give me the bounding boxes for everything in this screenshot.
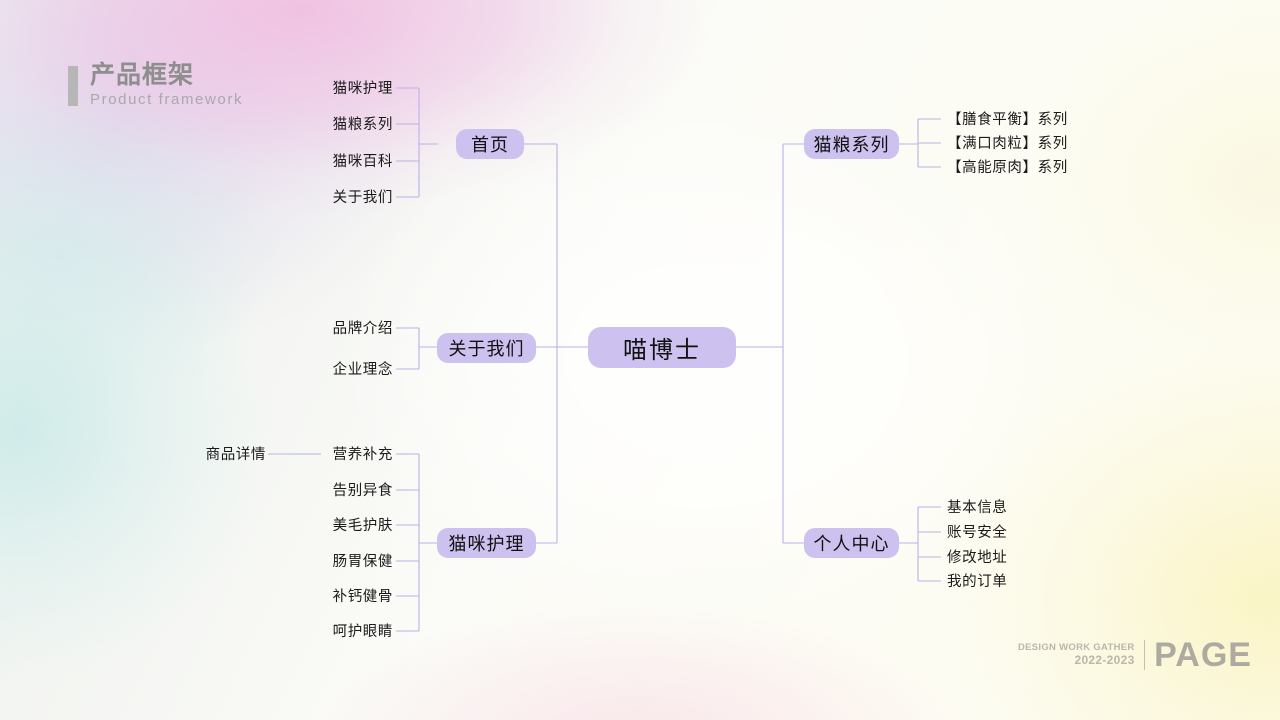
leaf-home-2[interactable]: 猫咪百科 [332,154,393,170]
leaf-about-1[interactable]: 企业理念 [332,362,393,378]
leaf-care-0[interactable]: 营养补充 [332,447,393,463]
node-root[interactable]: 喵博士 [588,327,736,368]
leaf-food-0[interactable]: 【膳食平衡】系列 [947,112,1068,128]
page-footer: DESIGN WORK GATHER 2022-2023 PAGE [1018,638,1252,672]
node-care[interactable]: 猫咪护理 [437,528,536,558]
leaf-account-3[interactable]: 我的订单 [947,574,1008,590]
page-header: 产品框架 Product framework [68,62,243,108]
leaf-about-0[interactable]: 品牌介绍 [332,321,393,337]
node-about[interactable]: 关于我们 [437,333,536,363]
node-home[interactable]: 首页 [456,129,524,159]
footer-divider [1143,640,1146,670]
leaf-home-0[interactable]: 猫咪护理 [332,81,393,97]
header-text-group: 产品框架 Product framework [90,61,244,109]
leaf-food-2[interactable]: 【高能原肉】系列 [947,160,1068,176]
leaf-account-0[interactable]: 基本信息 [947,500,1008,516]
node-account[interactable]: 个人中心 [804,528,899,558]
footer-year-line: 2022-2023 [1074,653,1135,668]
leaf-care-3[interactable]: 肠胃保健 [332,554,393,570]
leaf-product-detail[interactable]: 商品详情 [205,447,266,463]
page-subtitle: Product framework [90,91,244,108]
leaf-care-5[interactable]: 呵护眼睛 [332,624,393,640]
leaf-care-1[interactable]: 告别异食 [332,483,393,499]
footer-page-label: PAGE [1154,636,1252,674]
leaf-account-1[interactable]: 账号安全 [947,525,1008,541]
node-food[interactable]: 猫粮系列 [804,129,899,159]
leaf-account-2[interactable]: 修改地址 [947,550,1008,566]
leaf-home-3[interactable]: 关于我们 [332,190,393,206]
leaf-home-1[interactable]: 猫粮系列 [332,117,393,133]
page-title: 产品框架 [90,61,195,89]
header-accent-bar [68,66,78,106]
leaf-care-2[interactable]: 美毛护肤 [332,518,393,534]
footer-credit-group: DESIGN WORK GATHER 2022-2023 [1018,642,1135,669]
footer-credit-line: DESIGN WORK GATHER [1017,641,1135,653]
leaf-food-1[interactable]: 【满口肉粒】系列 [947,136,1068,152]
leaf-care-4[interactable]: 补钙健骨 [332,589,393,605]
